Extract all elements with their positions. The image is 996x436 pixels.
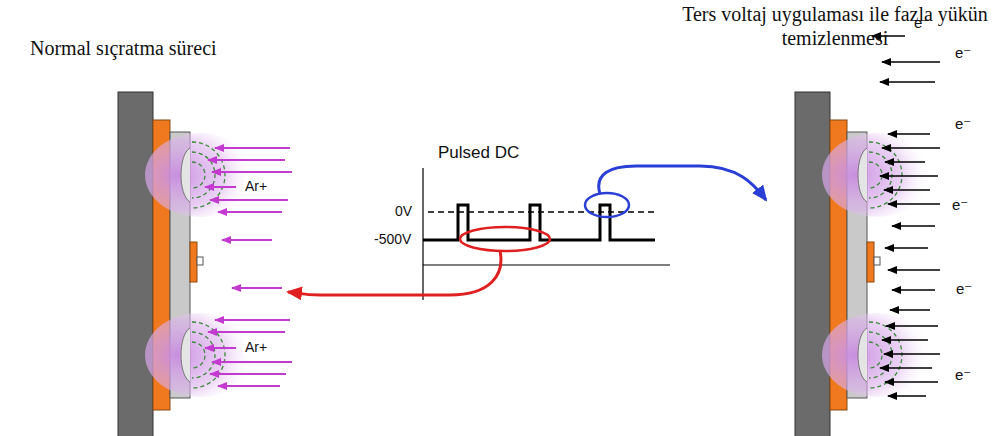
- panel-title: Normal sıçratma süreci: [30, 36, 217, 60]
- plasma-glow: [145, 313, 255, 397]
- electron-label: e⁻: [955, 115, 971, 133]
- field-lines: [869, 142, 902, 388]
- pulse-graph: [288, 166, 766, 300]
- pointer-arrow: [288, 251, 501, 295]
- erosion-groove: [858, 148, 867, 202]
- axis: [422, 168, 423, 300]
- electron-label: e⁻: [956, 280, 972, 298]
- panel-title: Ters voltaj uygulaması ile fazla yükün t…: [680, 2, 990, 50]
- target-tab-tip: [874, 257, 880, 265]
- erosion-groove: [181, 328, 190, 382]
- graph-title: Pulsed DC: [438, 143, 519, 163]
- electron-label: e⁻: [955, 366, 971, 384]
- target-tab-tip: [197, 257, 203, 265]
- ion-arrows: [205, 148, 292, 386]
- target-assembly-left: [118, 92, 292, 436]
- voltage-label: 0V: [395, 203, 412, 219]
- electron-arrows: [872, 36, 940, 396]
- backing-plate: [118, 92, 153, 436]
- backing-plate: [795, 92, 830, 436]
- pointer-arrow: [599, 166, 766, 200]
- ion-label: Ar+: [243, 339, 269, 355]
- erosion-groove: [858, 328, 867, 382]
- field-lines: [192, 142, 225, 388]
- axis: [423, 264, 670, 265]
- target-assembly-right: [795, 36, 940, 436]
- electron-label: e⁻: [955, 44, 971, 62]
- erosion-groove: [181, 148, 190, 202]
- pulse-waveform: [423, 205, 655, 240]
- electron-label: e⁻: [952, 196, 968, 214]
- plasma-glow: [145, 133, 255, 217]
- highlight-ellipse: [585, 193, 629, 217]
- target-tab: [190, 242, 197, 282]
- target-tab: [867, 242, 874, 282]
- highlight-ellipse: [460, 227, 550, 251]
- ion-label: Ar+: [243, 178, 269, 194]
- voltage-label: -500V: [374, 231, 411, 247]
- electron-label: e⁻: [914, 14, 930, 32]
